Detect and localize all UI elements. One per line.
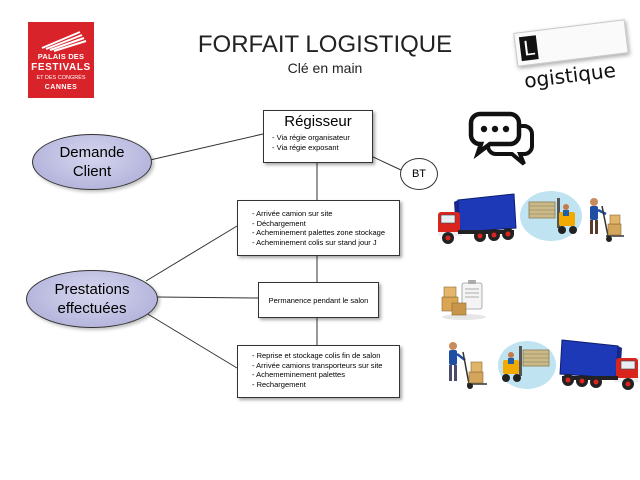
prestations-effectuees-node: Prestations effectuées xyxy=(26,270,158,328)
hand-truck-worker-icon xyxy=(449,342,487,389)
page-subtitle: Clé en main xyxy=(287,60,363,76)
reprise-item: Rechargement xyxy=(252,380,399,390)
arrivee-item: Déchargement xyxy=(252,219,399,229)
hand-truck-worker-icon xyxy=(590,198,624,242)
regisseur-item: Via régie exposant xyxy=(272,143,372,153)
reprise-list: Reprise et stockage colis fin de salon A… xyxy=(252,351,399,389)
regisseur-title: Régisseur xyxy=(284,113,352,130)
regisseur-box: Régisseur Via régie organisateur Via rég… xyxy=(263,110,373,163)
reprise-item: Arrivée camions transporteurs sur site xyxy=(252,361,399,371)
prestations-line2: effectuées xyxy=(57,300,127,317)
logo-line-4: CANNES xyxy=(44,84,78,91)
regisseur-list: Via régie organisateur Via régie exposan… xyxy=(272,133,372,152)
connector-prestations-reprise xyxy=(145,312,238,369)
connector-prestations-arrivee xyxy=(145,225,238,282)
demande-client-line1: Demande xyxy=(59,144,125,161)
speech-bubbles-icon xyxy=(468,111,534,166)
reprise-item: Achememinement palettes xyxy=(252,370,399,380)
forklift-icon xyxy=(520,191,582,241)
forklift-icon xyxy=(498,341,556,389)
page-title: FORFAIT LOGISTIQUE xyxy=(197,31,453,58)
demande-client-line2: Client xyxy=(72,163,112,180)
connector-demande-regisseur xyxy=(149,133,264,161)
arrivee-item: Arrivée camion sur site xyxy=(252,209,399,219)
bt-node: BT xyxy=(400,158,438,190)
clipboard-boxes-icon xyxy=(441,280,486,320)
logo-line-2: FESTIVALS xyxy=(31,62,91,73)
prestations-line1: Prestations xyxy=(54,281,130,298)
logo-line-3: ET DES CONGRÈS xyxy=(36,75,86,81)
palais-des-festivals-logo: PALAIS DES FESTIVALS ET DES CONGRÈS CANN… xyxy=(28,22,94,98)
arrivee-item: Acheminement colis sur stand jour J xyxy=(252,238,399,248)
reprise-box: Reprise et stockage colis fin de salon A… xyxy=(237,345,400,398)
logo-line-1: PALAIS DES xyxy=(37,52,85,61)
reprise-item: Reprise et stockage colis fin de salon xyxy=(252,351,399,361)
permanence-box: Permanence pendant le salon xyxy=(258,282,379,318)
regisseur-item: Via régie organisateur xyxy=(272,133,372,143)
stairs-logo-icon xyxy=(41,31,87,52)
arrivee-item: Acheminement palettes zone stockage xyxy=(252,228,399,238)
permanence-label: Permanence pendant le salon xyxy=(268,295,369,305)
truck-icon xyxy=(559,339,638,390)
connector-prestations-permanence xyxy=(156,296,259,299)
arrivee-box: Arrivée camion sur site Déchargement Ach… xyxy=(237,200,400,256)
truck-icon xyxy=(438,193,517,244)
arrivee-list: Arrivée camion sur site Déchargement Ach… xyxy=(252,209,399,247)
connector-regisseur-bt xyxy=(370,155,402,171)
